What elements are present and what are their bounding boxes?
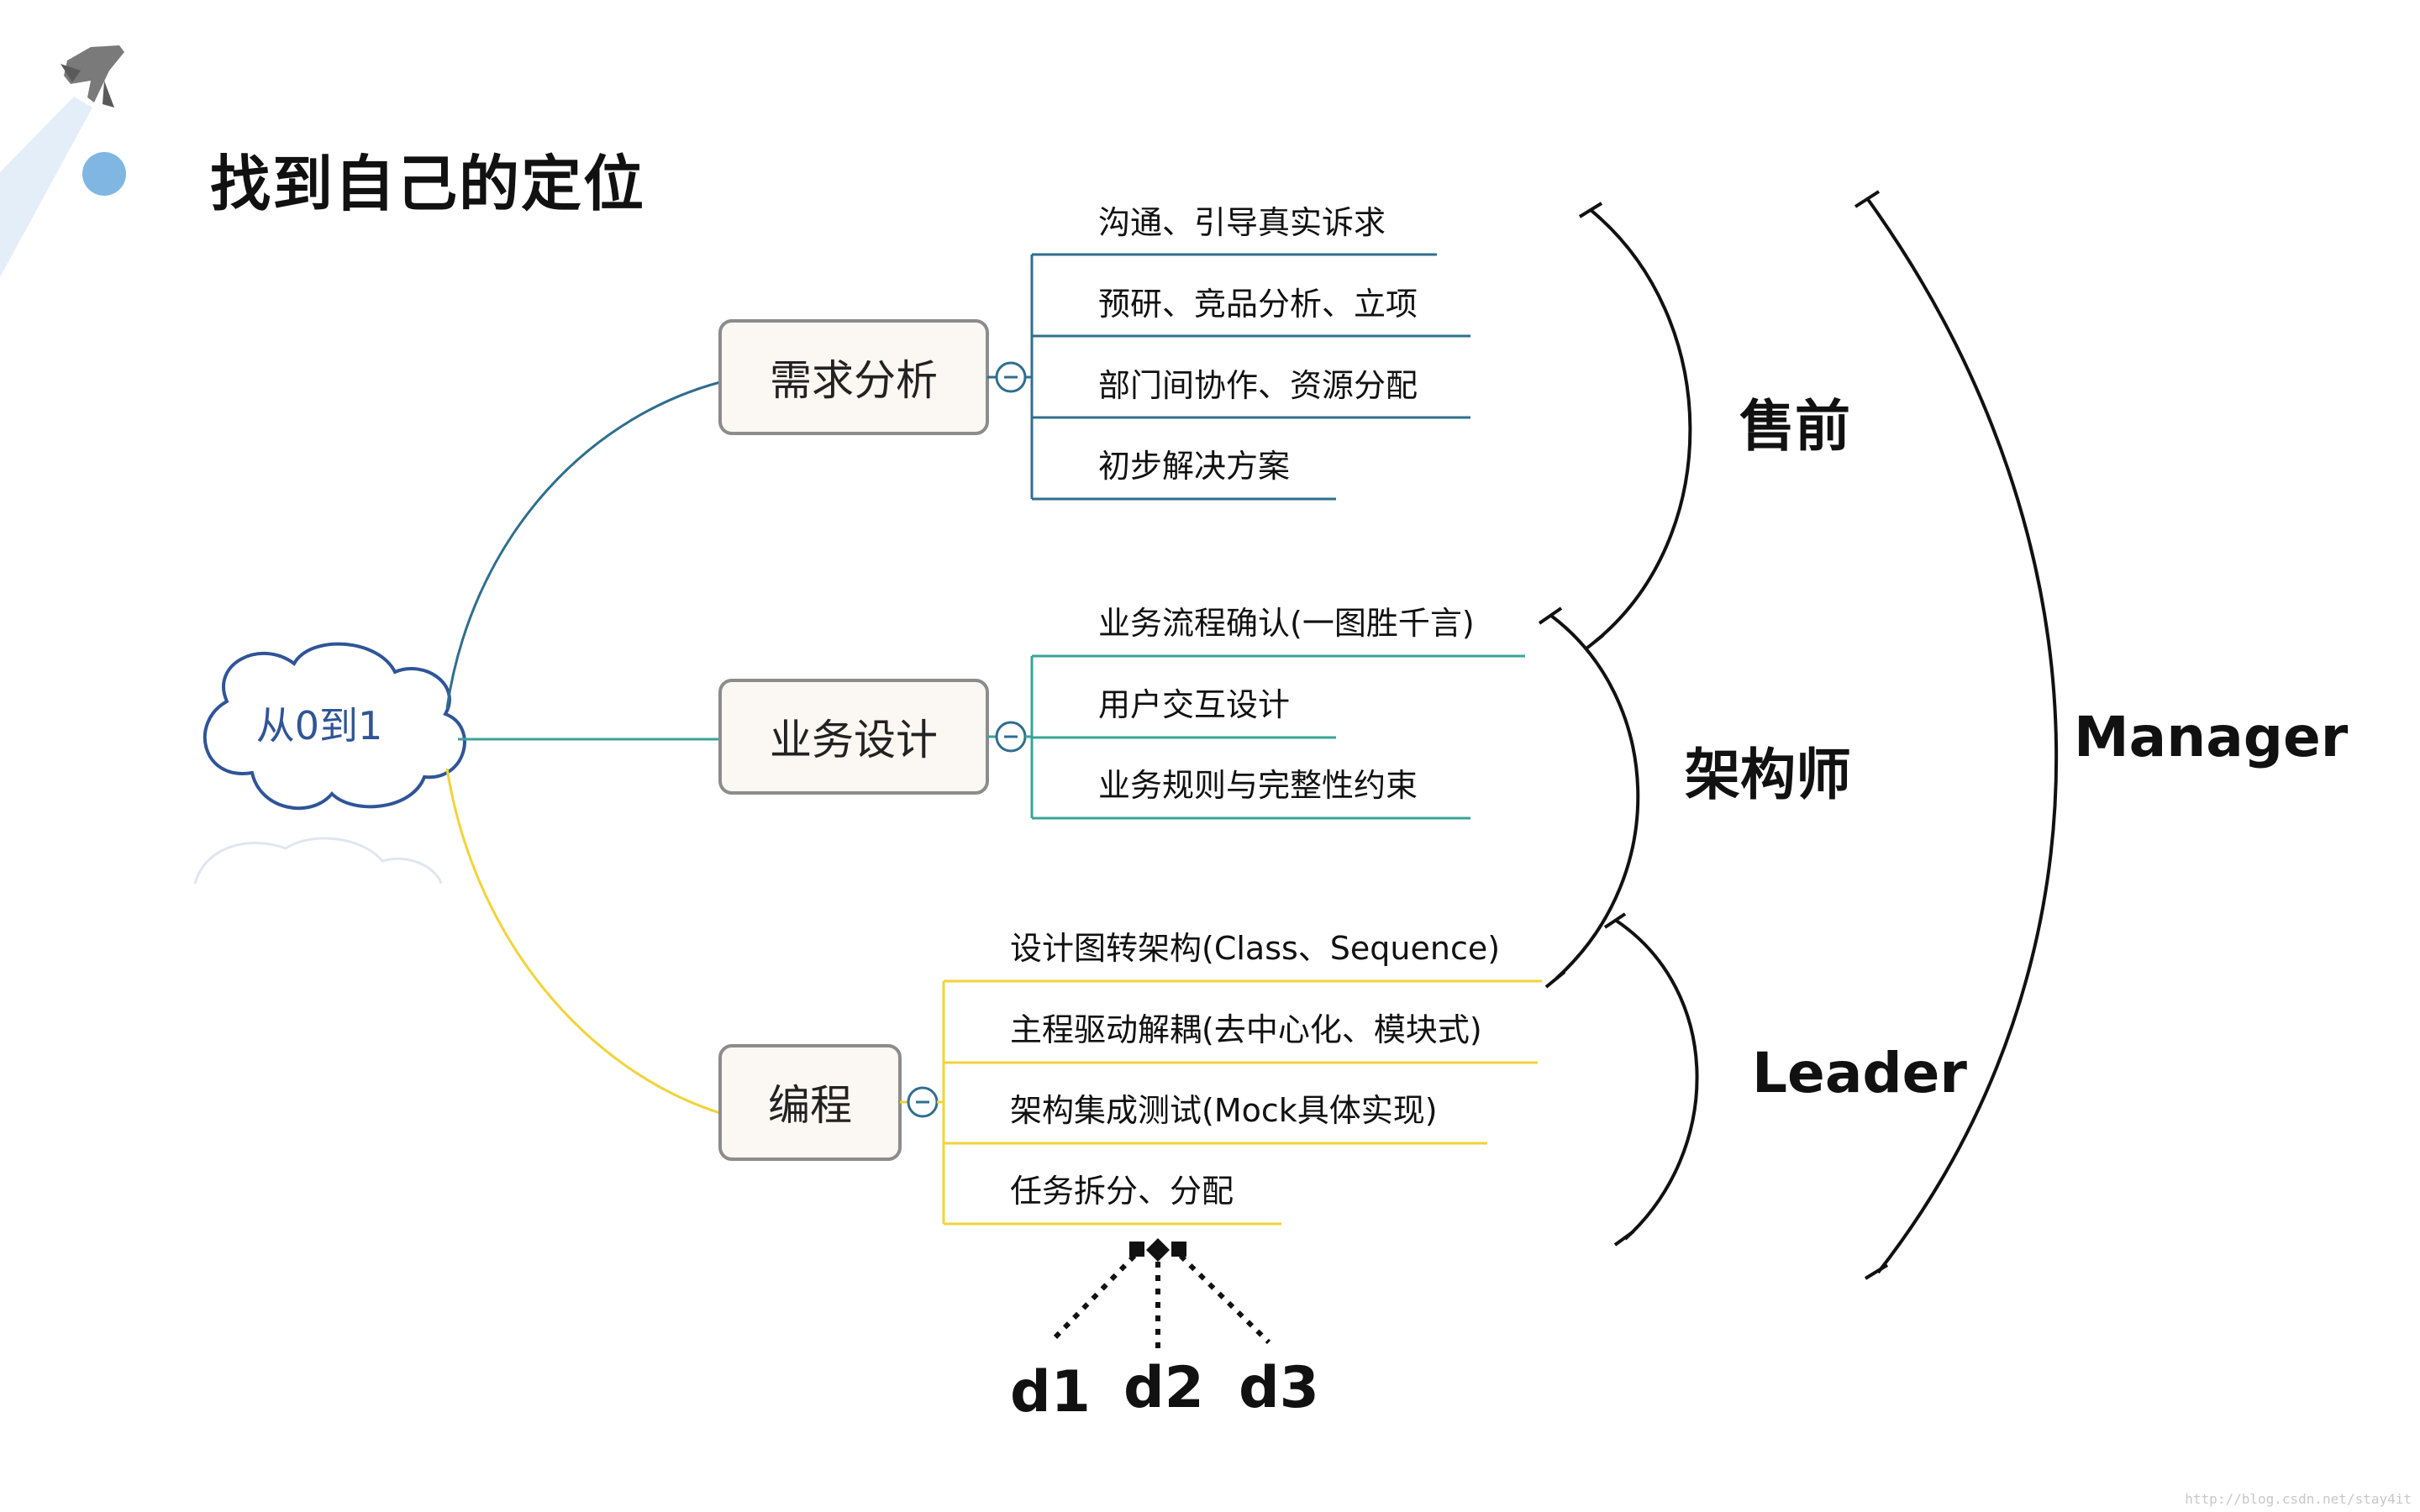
connector-square-right (1171, 1242, 1186, 1257)
dependency-connector: d1 d2 d3 (1010, 1238, 1319, 1425)
leaf-2-1[interactable]: 主程驱动解耦(去中心化、模块式) (944, 1011, 1538, 1064)
leaf-0-2[interactable]: 部门间协作、资源分配 (1032, 367, 1470, 419)
leaf-0-3[interactable]: 初步解决方案 (1032, 448, 1336, 501)
role-label: 售前 (1739, 394, 1850, 459)
leaf-1-0[interactable]: 业务流程确认(一图胜千言) (1032, 605, 1525, 658)
title-bullet-icon (82, 152, 126, 196)
page-title: 找到自己的定位 (210, 149, 646, 219)
rocket-icon (0, 45, 124, 277)
leaf-label: 用户交互设计 (1098, 686, 1290, 723)
dependency-label-d2: d2 (1123, 1355, 1204, 1421)
branch-node-0[interactable]: 需求分析 (718, 319, 989, 435)
bracket-arc (1549, 614, 1640, 980)
root-cloud[interactable]: 从0到1 (193, 642, 466, 885)
bracket-cap-bottom (1613, 1230, 1635, 1247)
bracket-cap-bottom (1544, 970, 1566, 989)
leaf-label: 主程驱动解耦(去中心化、模块式) (1010, 1011, 1482, 1048)
bracket-arc (1865, 197, 2059, 1274)
role-label: 架构师 (1685, 743, 1851, 807)
collapse-toggle-2[interactable] (907, 1086, 939, 1118)
bracket-cap-bottom (1585, 633, 1605, 650)
role-bracket-manager: Manager (1854, 190, 2349, 1280)
branch-link-0 (445, 381, 721, 709)
root-label: 从0到1 (256, 703, 383, 748)
leaf-label: 预研、竞品分析、立项 (1098, 286, 1418, 323)
role-label: Manager (2074, 705, 2349, 769)
branch-link-2 (445, 768, 721, 1115)
leaf-label: 任务拆分、分配 (1010, 1173, 1234, 1210)
bracket-cap-top (1578, 202, 1603, 218)
leaf-0-0[interactable]: 沟通、引导真实诉求 (1032, 204, 1437, 256)
connector-square-left (1129, 1242, 1144, 1257)
branch-node-2[interactable]: 编程 (718, 1044, 902, 1161)
leaf-label: 沟通、引导真实诉求 (1098, 204, 1386, 241)
watermark: http://blog.csdn.net/stay4it (2185, 1491, 2412, 1507)
role-label: Leader (1752, 1041, 1967, 1105)
role-bracket-presales: 售前 (1578, 202, 1850, 650)
leaf-label: 架构集成测试(Mock具体实现) (1010, 1092, 1438, 1129)
dependency-label-d3: d3 (1239, 1355, 1319, 1421)
leaf-2-3[interactable]: 任务拆分、分配 (944, 1173, 1281, 1226)
leaf-2-2[interactable]: 架构集成测试(Mock具体实现) (944, 1092, 1487, 1145)
cloud-shape (203, 642, 466, 811)
leaf-label: 设计图转架构(Class、Sequence) (1010, 930, 1500, 967)
branch-label: 业务设计 (770, 716, 938, 764)
role-bracket-architect: 架构师 (1538, 606, 1851, 989)
bracket-arc (1613, 918, 1699, 1241)
dependency-line-3 (1178, 1253, 1271, 1345)
leaf-2-0[interactable]: 设计图转架构(Class、Sequence) (944, 930, 1542, 983)
branch-node-1[interactable]: 业务设计 (718, 679, 989, 795)
leaf-0-1[interactable]: 预研、竞品分析、立项 (1032, 286, 1470, 338)
bracket-cap-top (1603, 912, 1627, 929)
dependency-line-1 (1048, 1253, 1137, 1345)
collapse-toggle-1[interactable] (995, 721, 1027, 753)
collapse-toggle-0[interactable] (995, 361, 1027, 393)
leaf-label: 业务规则与完整性约束 (1098, 767, 1418, 804)
bracket-cap-bottom (1864, 1263, 1889, 1280)
dependency-label-d1: d1 (1010, 1359, 1091, 1425)
leaf-1-1[interactable]: 用户交互设计 (1032, 686, 1336, 739)
branch-label: 编程 (768, 1081, 852, 1130)
leaf-label: 业务流程确认(一图胜千言) (1098, 605, 1475, 642)
bracket-cap-top (1854, 190, 1881, 208)
leaf-1-2[interactable]: 业务规则与完整性约束 (1032, 767, 1470, 820)
bracket-cap-top (1538, 606, 1563, 625)
leaf-label: 部门间协作、资源分配 (1098, 367, 1418, 404)
connector-diamond (1146, 1238, 1170, 1262)
branch-label: 需求分析 (770, 356, 938, 405)
role-bracket-leader: Leader (1603, 912, 1967, 1247)
leaf-label: 初步解决方案 (1098, 448, 1290, 485)
bracket-arc (1589, 208, 1692, 643)
cloud-reflection (193, 837, 443, 885)
